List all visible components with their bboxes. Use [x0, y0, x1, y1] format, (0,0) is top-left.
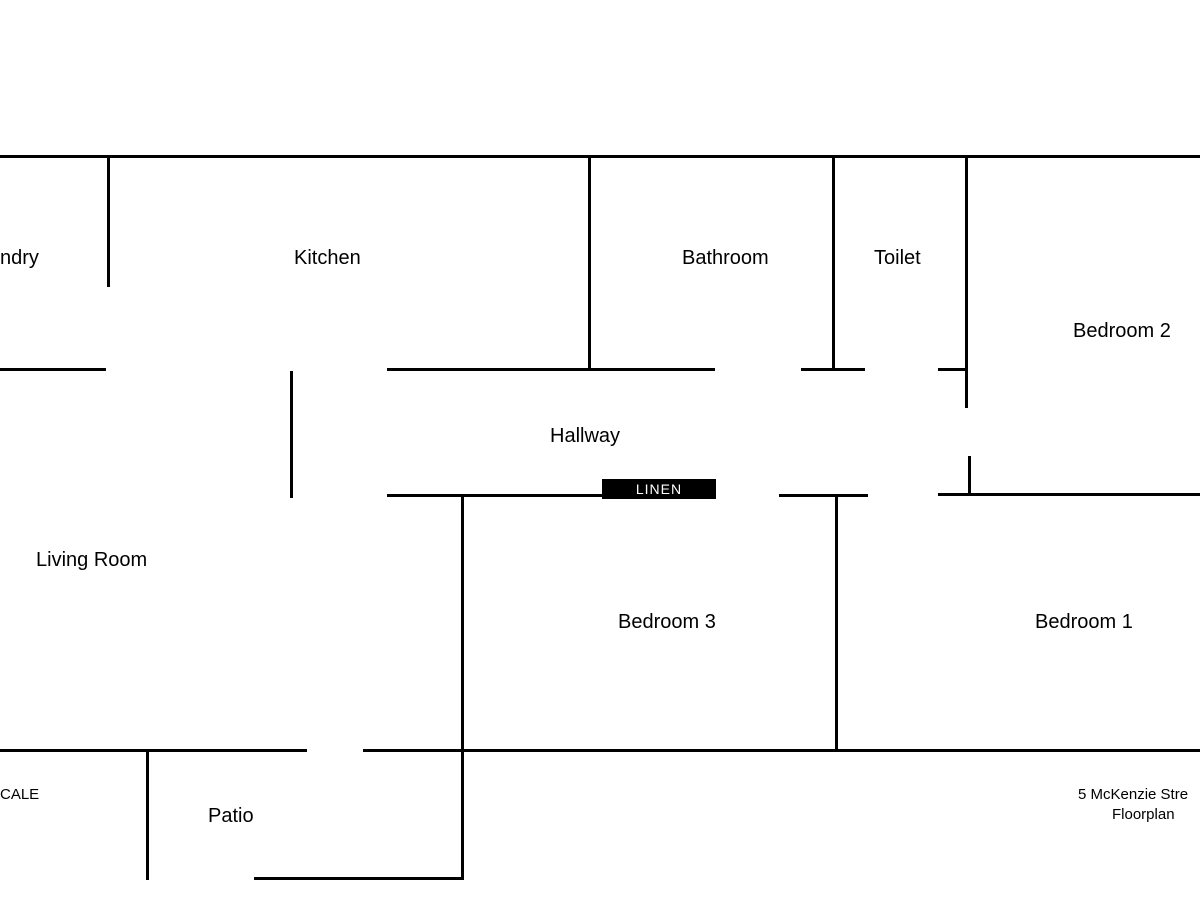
wall-bedroom3-bedroom1	[835, 496, 838, 752]
wall-toilet-bedroom2	[965, 157, 968, 408]
wall-laundry-kitchen	[107, 157, 110, 287]
room-label-hallway: Hallway	[550, 425, 621, 447]
address-line: 5 McKenzie Stre	[1078, 786, 1189, 803]
room-label-laundry: ndry	[0, 247, 39, 269]
room-label-toilet: Toilet	[874, 247, 921, 269]
wall-bedroom2-door-stub	[968, 456, 971, 495]
wall-toilet-bottom-right	[938, 368, 968, 371]
scale-note: CALE	[0, 786, 40, 803]
wall-top-exterior	[0, 155, 1200, 158]
wall-hallway-bottom-mid	[779, 494, 868, 497]
wall-bottom-exterior-right	[363, 749, 1200, 752]
wall-laundry-bottom	[0, 368, 106, 371]
room-label-bedroom2: Bedroom 2	[1073, 320, 1171, 342]
floorplan-subtitle: Floorplan	[1112, 806, 1175, 823]
room-label-bathroom: Bathroom	[682, 247, 769, 269]
room-label-patio: Patio	[208, 805, 254, 827]
wall-bottom-exterior-left	[0, 749, 307, 752]
wall-living-bedroom3	[461, 496, 464, 880]
wall-kitchen-bathroom	[588, 157, 591, 370]
linen-label: LINEN	[635, 481, 683, 497]
wall-bedroom1-top	[938, 493, 1200, 496]
room-label-kitchen: Kitchen	[294, 247, 361, 269]
wall-bathroom-toilet	[832, 157, 835, 370]
wall-patio-left	[146, 751, 149, 880]
wall-patio-bottom	[254, 877, 464, 880]
room-label-living-room: Living Room	[36, 549, 148, 571]
wall-kitchen-bathroom-bottom	[387, 368, 715, 371]
linen-cupboard: LINEN	[602, 479, 716, 499]
wall-living-hallway	[290, 371, 293, 498]
room-label-bedroom3: Bedroom 3	[618, 611, 716, 633]
wall-hallway-bottom-left	[387, 494, 603, 497]
room-label-bedroom1: Bedroom 1	[1035, 611, 1133, 633]
